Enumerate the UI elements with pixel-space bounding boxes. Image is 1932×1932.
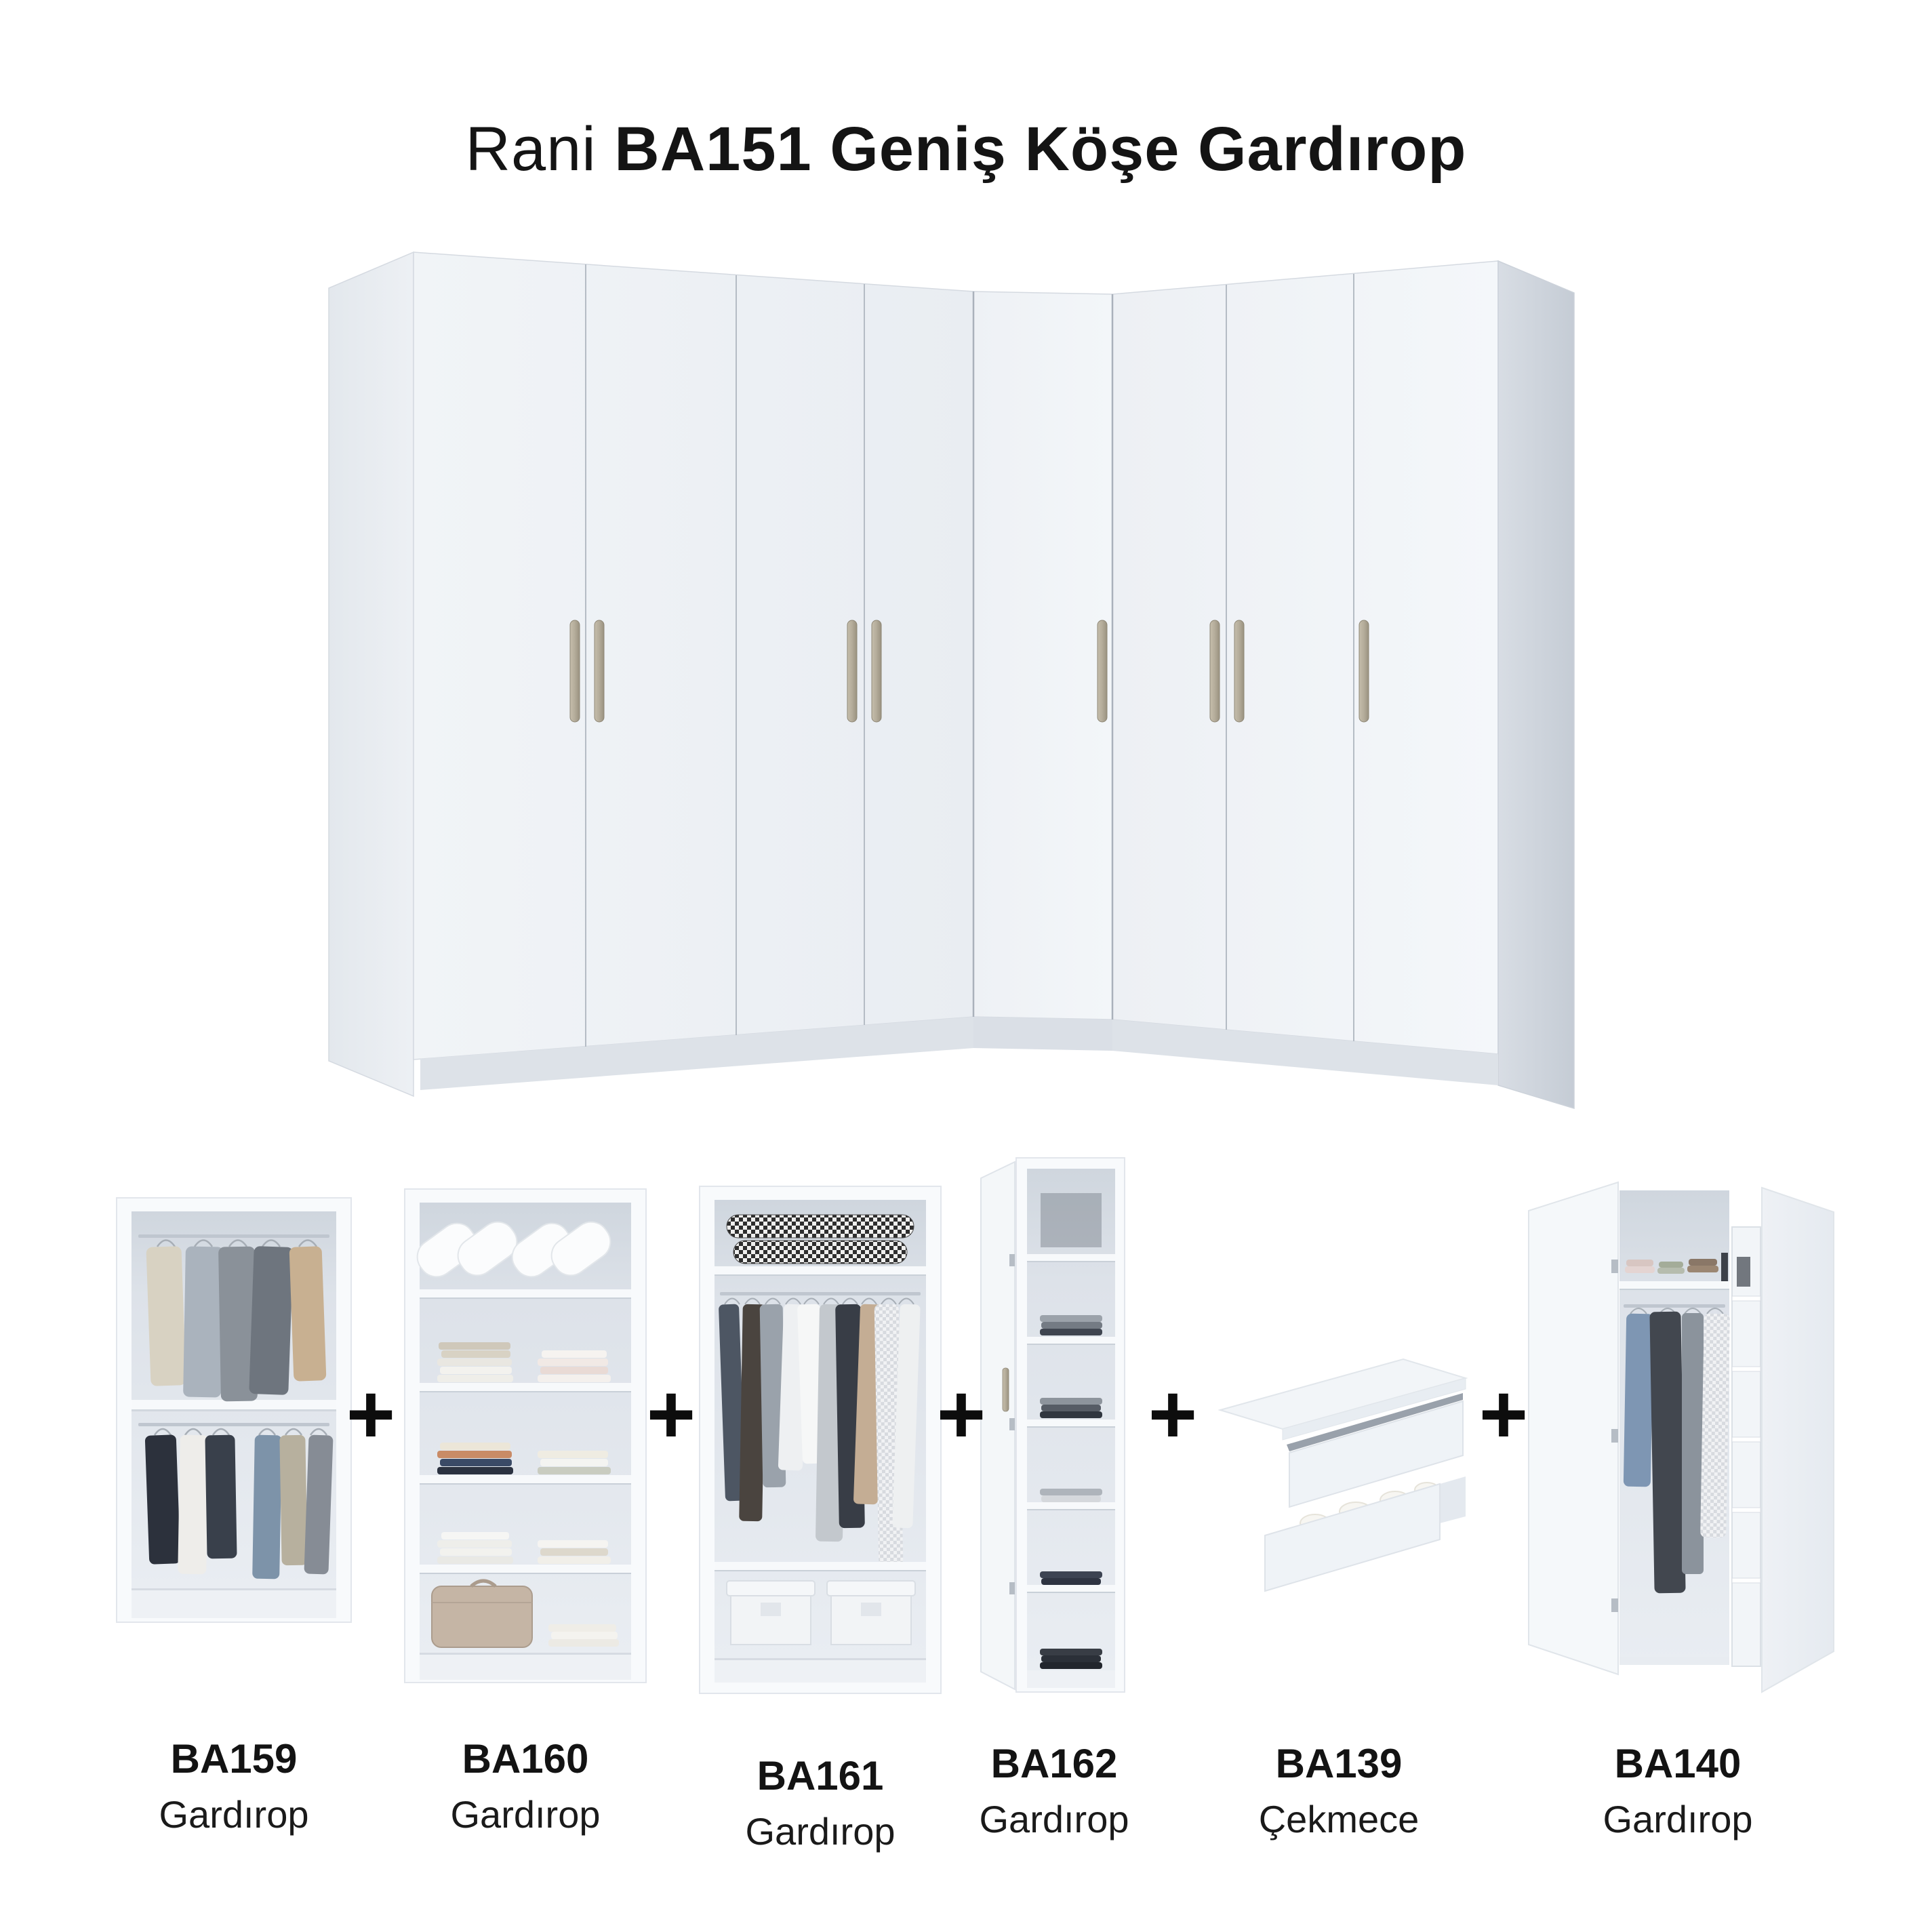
component-render-ba140: [1528, 1181, 1834, 1693]
left-wall-doors: [413, 251, 974, 1060]
stored-item: [1737, 1257, 1750, 1287]
left-side-panel: [328, 251, 414, 1098]
cabinet-base: [715, 1658, 926, 1683]
component-type: Gardırop: [745, 1810, 895, 1853]
component-code: BA160: [462, 1736, 589, 1782]
hinge: [1009, 1418, 1015, 1430]
checkered-pillows: [726, 1214, 914, 1264]
top-panel-edge: [1282, 1377, 1466, 1441]
bottom-shelf: [715, 1562, 926, 1570]
drawer-gap: [1287, 1393, 1463, 1451]
carcass-side: [1440, 1476, 1466, 1523]
component-code: BA161: [757, 1753, 884, 1798]
closed-door: [1761, 1186, 1834, 1693]
hanging-clothes: [1623, 1308, 1730, 1594]
title-prefix: Rani: [465, 115, 597, 184]
component-label-ba140: BA140 Gardırop: [1529, 1744, 1827, 1838]
component-code: BA159: [170, 1736, 298, 1782]
hinge: [1611, 1598, 1618, 1612]
plus-icon: +: [1148, 1368, 1198, 1462]
component-render-ba160: [404, 1188, 647, 1683]
shelves: [420, 1289, 631, 1574]
folded-clothes-top-shelf: [1625, 1253, 1728, 1281]
plus-icon: +: [936, 1368, 986, 1462]
component-label-ba139: BA139 Çekmece: [1190, 1744, 1488, 1838]
hinge: [1611, 1429, 1618, 1443]
hinge: [1611, 1260, 1618, 1273]
hinge: [1009, 1582, 1015, 1594]
folded-clothes-shelf3: [437, 1443, 611, 1474]
component-render-ba161: [699, 1186, 942, 1694]
component-type: Gardırop: [1603, 1798, 1753, 1840]
door-gap-lines: [585, 264, 1354, 1047]
component-type: Çekmece: [1258, 1798, 1420, 1840]
lower-drawer-front: [1264, 1483, 1441, 1592]
hanging-rail-top: [138, 1234, 329, 1238]
cabinet-base: [420, 1653, 631, 1680]
suitcase: [431, 1579, 533, 1648]
storage-boxes: [726, 1580, 916, 1645]
hanging-clothes: [719, 1297, 921, 1566]
cabinet-base: [1027, 1670, 1115, 1688]
plus-icon: +: [1478, 1368, 1529, 1462]
component-type: Gardırop: [979, 1798, 1129, 1840]
component-label-ba162: BA162 Gardırop: [905, 1744, 1203, 1838]
pillows: [416, 1221, 611, 1278]
upper-drawer-front: [1289, 1400, 1464, 1508]
title-product-name: BA151 Geniş Köşe Gardırop: [614, 115, 1467, 184]
component-label-ba159: BA159 Gardırop: [85, 1739, 383, 1834]
component-label-ba161: BA161 Gardırop: [671, 1756, 969, 1851]
cabinet-floor: [1619, 1657, 1729, 1665]
open-door: [980, 1161, 1015, 1691]
hanging-rail: [720, 1292, 921, 1295]
folded-clothes-shelf2: [437, 1342, 611, 1382]
plus-icon: +: [646, 1368, 696, 1462]
top-shelf: [1619, 1281, 1729, 1289]
page-title: Rani BA151 Geniş Köşe Gardırop: [0, 114, 1932, 185]
hanging-rail: [1624, 1304, 1725, 1308]
cabinet-base: [132, 1588, 336, 1618]
right-wall-doors: [1112, 260, 1499, 1055]
folded-clothes-shelf4: [437, 1532, 611, 1564]
component-type: Gardırop: [159, 1793, 309, 1836]
shelves: [1027, 1254, 1115, 1593]
component-label-ba160: BA160 Gardırop: [376, 1739, 675, 1834]
component-render-ba139: [1217, 1358, 1468, 1592]
storage-bin: [1041, 1193, 1102, 1247]
open-door: [1528, 1181, 1619, 1676]
door-handles: [569, 620, 1369, 723]
side-cubbies: [1731, 1226, 1761, 1667]
middle-shelf: [132, 1400, 336, 1409]
hinge: [1009, 1254, 1015, 1266]
right-side-panel: [1497, 260, 1575, 1110]
hanging-clothes-bottom: [144, 1428, 334, 1579]
hanging-clothes-top: [146, 1239, 327, 1402]
plus-icon: +: [346, 1368, 396, 1462]
component-code: BA140: [1614, 1741, 1742, 1786]
folded-sheets-bottom: [548, 1624, 619, 1647]
component-code: BA162: [990, 1741, 1118, 1786]
plinth: [420, 1017, 1498, 1090]
door-handle: [1002, 1367, 1009, 1412]
hanging-rail-bottom: [138, 1423, 329, 1426]
top-shelf: [715, 1266, 926, 1274]
corner-wardrobe-render: [328, 251, 1575, 1110]
component-render-ba159: [116, 1197, 352, 1623]
folded-clothes-stacks: [1040, 1315, 1102, 1669]
corner-door: [973, 291, 1113, 1020]
component-render-ba162: [980, 1157, 1125, 1693]
component-type: Gardırop: [450, 1793, 601, 1836]
component-code: BA139: [1275, 1741, 1403, 1786]
cabinet-interior: [420, 1203, 631, 1653]
